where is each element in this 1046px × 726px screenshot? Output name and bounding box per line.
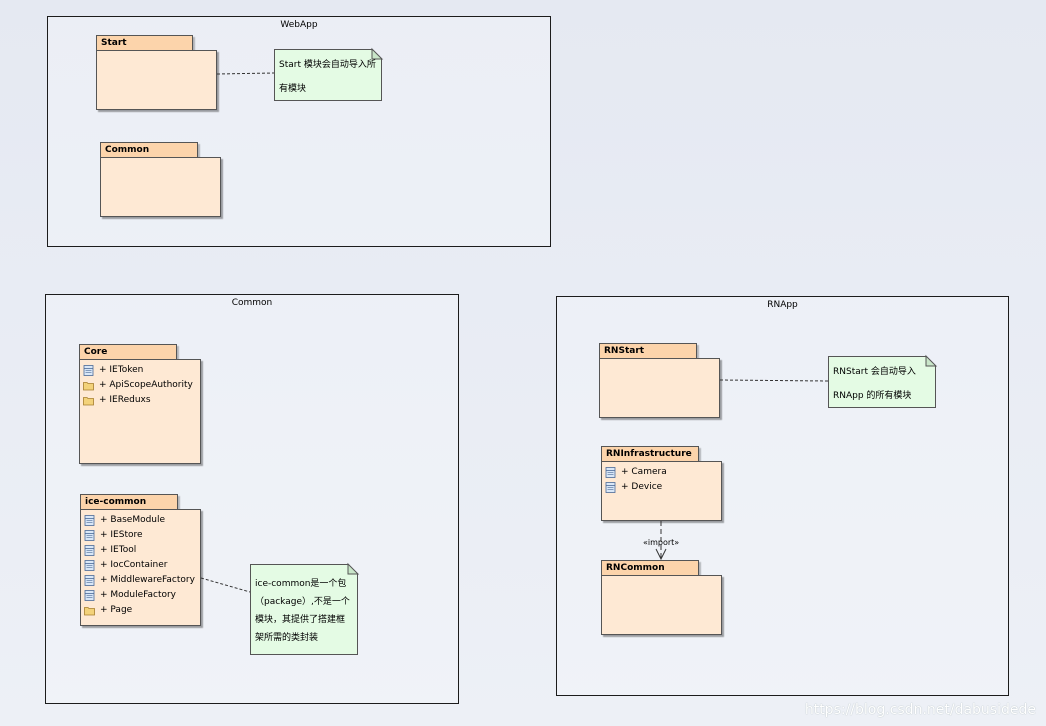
note-rnstart-text: RNStart 会自动导入RNApp 的所有模块 [833,367,916,401]
core-member[interactable]: + ApiScopeAuthority [83,378,200,393]
common-frame-title: Common [231,298,273,308]
ice-common-member[interactable]: + ModuleFactory [84,588,200,603]
class-icon [605,482,616,493]
note-start-link [216,72,275,75]
import-dependency-arrowhead [655,548,667,561]
ice-common-member-label: + MiddlewareFactory [100,575,195,585]
folder-icon [83,397,94,406]
watermark: https://blog.csdn.net/dabusidede [804,702,1036,718]
ice-common-member-label: + IocContainer [100,560,168,570]
folder-icon [83,382,94,391]
package-start[interactable]: Start [96,35,217,110]
note-rnstart-link [719,379,829,382]
class-icon [84,530,95,541]
ice-common-member-label: + IETool [100,545,137,555]
rnapp-frame-title: RNApp [767,300,798,310]
package-webapp-common-body [100,157,221,217]
ice-common-member[interactable]: + Page [84,603,200,618]
class-icon [605,467,616,478]
class-icon [84,515,95,526]
class-icon [84,590,95,601]
ice-common-member[interactable]: + IETool [84,543,200,558]
package-rninfrastructure-body: + Camera + Device [601,461,722,521]
ice-common-member-label: + BaseModule [100,515,166,525]
core-member-label: + IEToken [99,365,144,375]
package-rninfrastructure[interactable]: RNInfrastructure + Camera+ Device [601,446,722,521]
note-start[interactable]: Start 模块会自动导入所有模块 [274,49,382,101]
ice-common-member[interactable]: + MiddlewareFactory [84,573,200,588]
package-webapp-common[interactable]: Common [100,142,221,217]
rninfra-member[interactable]: + Device [605,480,721,495]
note-ice-common-link [200,577,251,593]
package-core-body: + IEToken + ApiScopeAuthority + IEReduxs [79,359,201,464]
rninfra-member[interactable]: + Camera [605,465,721,480]
ice-common-member-label: + IEStore [100,530,143,540]
package-ice-common[interactable]: ice-common + BaseModule+ IEStore+ IETool… [80,494,201,626]
core-member[interactable]: + IEReduxs [83,393,200,408]
ice-common-member-label: + ModuleFactory [100,590,177,600]
core-member-label: + ApiScopeAuthority [99,380,193,390]
note-rnstart[interactable]: RNStart 会自动导入RNApp 的所有模块 [828,356,936,408]
note-ice-common[interactable]: ice-common是一个包（package）,不是一个模块，其提供了搭建框架所… [250,564,358,655]
ice-common-member[interactable]: + IEStore [84,528,200,543]
package-start-body [96,50,217,110]
note-rnstart-fold [925,354,938,367]
package-rncommon-body [601,575,722,635]
rninfra-member-label: + Camera [621,467,667,477]
import-label: «import» [643,538,680,547]
ice-common-member[interactable]: + BaseModule [84,513,200,528]
rninfra-member-label: + Device [621,482,663,492]
core-member[interactable]: + IEToken [83,363,200,378]
class-icon [84,560,95,571]
ice-common-member-label: + Page [100,605,133,615]
class-icon [84,545,95,556]
package-rncommon[interactable]: RNCommon [601,560,722,635]
core-member-label: + IEReduxs [99,395,151,405]
ice-common-member[interactable]: + IocContainer [84,558,200,573]
package-ice-common-body: + BaseModule + IEStore + IETool + IocContai… [80,509,201,626]
package-core[interactable]: Core + IEToken+ ApiScopeAuthority+ IERed… [79,344,201,464]
package-rnstart-body [599,358,720,418]
note-start-text: Start 模块会自动导入所有模块 [279,60,376,94]
folder-icon [84,607,95,616]
class-icon [83,365,94,376]
note-ice-common-fold [347,562,360,575]
note-ice-common-text: ice-common是一个包（package）,不是一个模块，其提供了搭建框架所… [255,579,350,643]
class-icon [84,575,95,586]
webapp-frame-title: WebApp [280,20,318,30]
package-rnstart[interactable]: RNStart [599,343,720,418]
note-start-fold [371,47,384,60]
